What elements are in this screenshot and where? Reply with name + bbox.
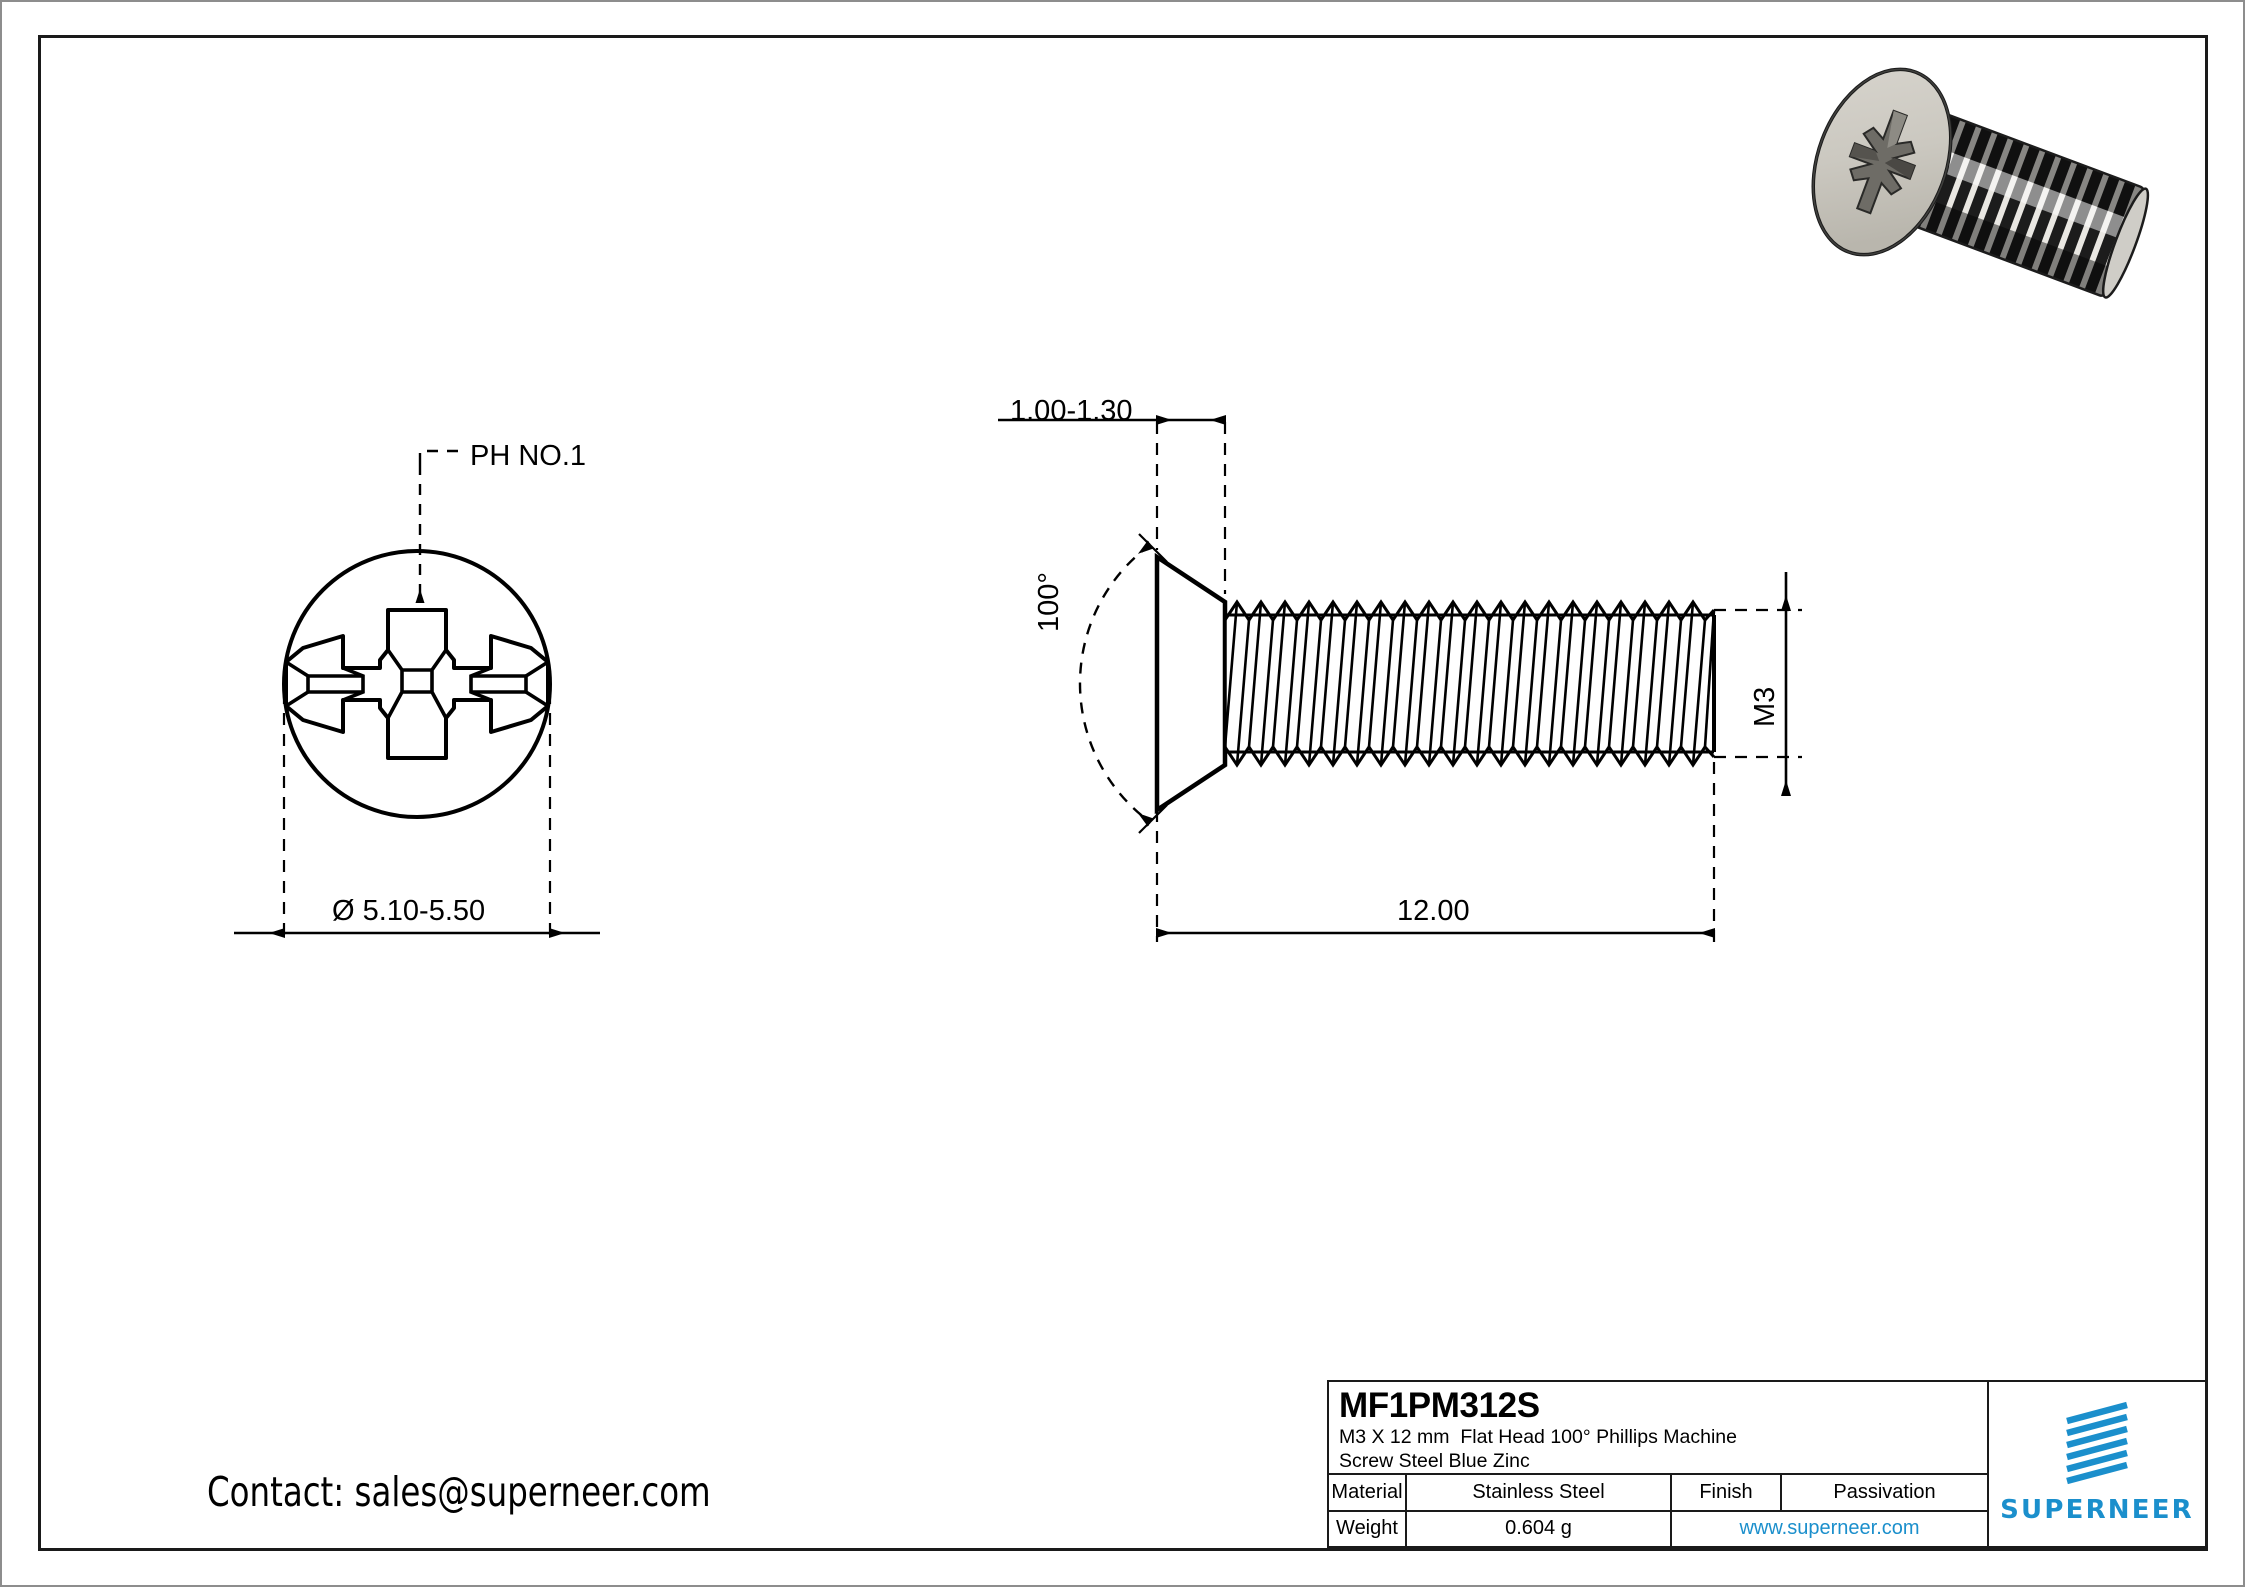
title-block-info: MF1PM312S M3 X 12 mm Flat Head 100° Phil… [1329,1382,1989,1546]
part-description-line-2: Screw Steel Blue Zinc [1339,1449,1530,1472]
brand-wordmark: SUPERNEER [2000,1495,2194,1525]
title-block-description-cell: MF1PM312S M3 X 12 mm Flat Head 100° Phil… [1329,1382,1987,1476]
material-label: Material [1329,1475,1407,1510]
head-height-label: 1.00-1.30 [1010,395,1133,427]
brand-logo[interactable]: SUPERNEER [1989,1382,2205,1546]
weight-row: Weight 0.604 g www.superneer.com [1329,1511,1987,1546]
title-block: MF1PM312S M3 X 12 mm Flat Head 100° Phil… [1327,1380,2207,1548]
slanted-lines-logo-icon [2066,1401,2128,1485]
thread-size-label: M3 [1749,686,1781,727]
head-angle-label: 100° [1033,572,1065,632]
head-diameter-label: Ø 5.10-5.50 [332,895,486,927]
material-row: Material Stainless Steel Finish Passivat… [1329,1475,1987,1512]
material-value: Stainless Steel [1407,1475,1672,1510]
length-label: 12.00 [1397,895,1470,927]
finish-value: Passivation [1833,1480,1936,1503]
part-number: MF1PM312S [1339,1386,1540,1425]
website-link[interactable]: www.superneer.com [1739,1517,1920,1540]
contact-email-text: Contact: sales@superneer.com [207,1468,711,1516]
part-description-line-1: M3 X 12 mm Flat Head 100° Phillips Machi… [1339,1425,1737,1448]
weight-value: 0.604 g [1407,1511,1672,1546]
drawing-frame-border [38,35,2208,1551]
finish-label: Finish [1672,1475,1782,1510]
recess-callout-label: PH NO.1 [470,440,587,472]
weight-label: Weight [1329,1511,1407,1546]
